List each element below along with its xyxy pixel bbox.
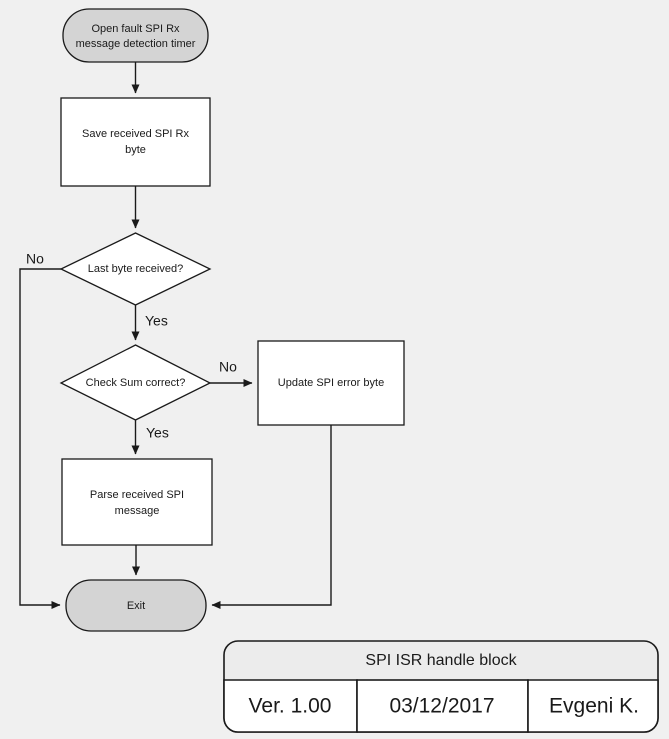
save-byte-label-line2: byte [125, 144, 146, 156]
edge-lastbyte-no-to-exit [19, 268, 61, 609]
start-terminator-shape [62, 8, 209, 63]
start-label-line1: Open fault SPI Rx [91, 23, 180, 35]
title-block-author: Evgeni K. [549, 695, 639, 718]
edge-labels: No Yes No Yes [26, 251, 237, 441]
title-block-title: SPI ISR handle block [365, 652, 517, 669]
save-byte-label-line1: Save received SPI Rx [82, 128, 189, 140]
exit-terminator-shape [65, 579, 207, 632]
title-block-version-cell[interactable] [223, 679, 358, 733]
edge-label-lastbyte-no: No [26, 251, 44, 267]
update-error-process-shape [257, 340, 405, 426]
exit-label: Exit [127, 600, 145, 612]
check-sum-decision-label: Check Sum correct? [86, 377, 186, 389]
edge-label-checksum-yes: Yes [146, 425, 169, 441]
last-byte-decision-label: Last byte received? [88, 263, 183, 275]
edge-label-checksum-no: No [219, 359, 237, 375]
title-block-author-cell[interactable] [527, 679, 659, 733]
edge-update-to-exit [211, 425, 332, 609]
node-check-sum-decision[interactable]: Check Sum correct? [59, 344, 212, 421]
node-parse-message[interactable]: Parse received SPI message [61, 458, 213, 546]
parse-message-label-line2: message [115, 505, 160, 517]
node-start[interactable]: Open fault SPI Rx message detection time… [62, 8, 209, 63]
node-last-byte-decision[interactable]: Last byte received? [59, 232, 212, 306]
title-block-date-cell[interactable] [356, 679, 529, 733]
start-label-line2: message detection timer [76, 38, 196, 50]
node-exit[interactable]: Exit [65, 579, 207, 632]
title-block-date: 03/12/2017 [389, 695, 494, 718]
title-block-version: Ver. 1.00 [249, 695, 332, 718]
save-byte-process-shape [60, 97, 211, 187]
parse-message-process-shape [61, 458, 213, 546]
node-save-byte[interactable]: Save received SPI Rx byte [60, 97, 211, 187]
last-byte-decision-shape [59, 232, 212, 306]
check-sum-decision-shape [59, 344, 212, 421]
node-update-error-byte[interactable]: Update SPI error byte [257, 340, 405, 426]
connectors [19, 62, 332, 609]
update-error-label: Update SPI error byte [278, 377, 384, 389]
edge-label-lastbyte-yes: Yes [145, 313, 168, 329]
parse-message-label-line1: Parse received SPI [90, 489, 184, 501]
title-block[interactable]: SPI ISR handle block Ver. 1.00 03/12/201… [223, 640, 659, 733]
